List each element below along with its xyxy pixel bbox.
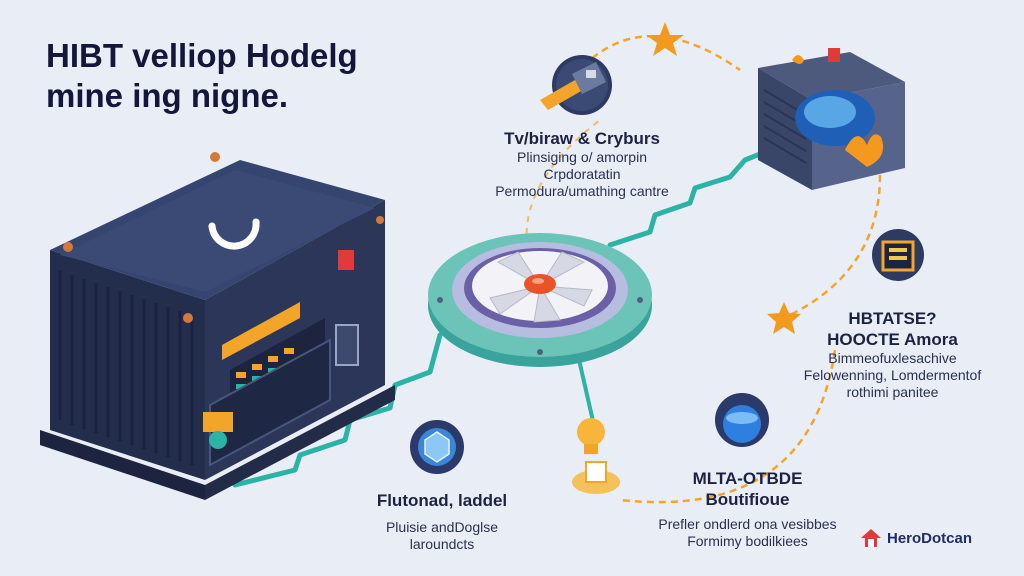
- crypto-icon: [872, 229, 924, 281]
- cable-hub-box: [607, 147, 773, 248]
- box-icon: [758, 48, 905, 190]
- page-title: HIBT velliop Hodelg mine ing nigne.: [46, 36, 358, 116]
- title-line-1: HIBT velliop Hodelg: [46, 37, 358, 74]
- text-block-bottom-right: MLTA-OTBDE Boutifioue Prefler ondlerd on…: [640, 468, 855, 550]
- block-line: Bimmeofuxlesachive: [828, 350, 957, 366]
- block-line: Felowenning, Lomdermentof: [803, 367, 982, 383]
- arc-left: [525, 119, 601, 331]
- usb-icon: [540, 55, 612, 115]
- block-heading: MLTA-OTBDE: [692, 469, 803, 488]
- orb-icon: [715, 393, 769, 447]
- arc-bottom: [619, 349, 837, 504]
- block-line: Plinsiging o/ amorpin: [517, 149, 647, 165]
- star-icon: [646, 22, 684, 56]
- star-icon: [767, 302, 801, 334]
- brand: HeroDotcan: [860, 528, 972, 548]
- block-heading: Flutonad, laddel: [376, 491, 508, 510]
- text-block-right: HBTATSE? HOOCTE Amora Bimmeofuxlesachive…: [800, 308, 985, 401]
- text-block-bottom-left: Flutonad, laddel Pluisie andDoglse larou…: [362, 490, 522, 553]
- block-line: rothimi panitee: [846, 384, 939, 400]
- block-heading: Boutifioue: [705, 490, 790, 509]
- block-line: Formimy bodilkiees: [687, 533, 808, 549]
- arc-right: [789, 174, 882, 317]
- title-line-2: mine ing nigne.: [46, 77, 289, 114]
- block-line: Pluisie andDoglse: [385, 519, 499, 535]
- brand-name: HeroDotcan: [887, 529, 973, 547]
- block-line: laroundcts: [409, 536, 475, 552]
- block-heading: HBTATSE?: [848, 309, 937, 328]
- block-heading: Tv/biraw & Cryburs: [504, 129, 660, 148]
- block-line: Prefler ondlerd ona vesibbes: [658, 516, 837, 532]
- lightbulb-icon: [572, 418, 620, 494]
- block-line: Permodura/umathing cantre: [495, 183, 669, 199]
- block-heading: HOOCTE Amora: [827, 330, 958, 349]
- text-block-top: Tv/biraw & Cryburs Plinsiging o/ amorpin…: [467, 128, 697, 200]
- server-icon: [40, 152, 395, 500]
- block-line: Crpdoratatin: [543, 166, 621, 182]
- orb-icon: [410, 420, 464, 474]
- brand-logo-icon: [861, 529, 881, 547]
- fan-icon: [428, 233, 652, 367]
